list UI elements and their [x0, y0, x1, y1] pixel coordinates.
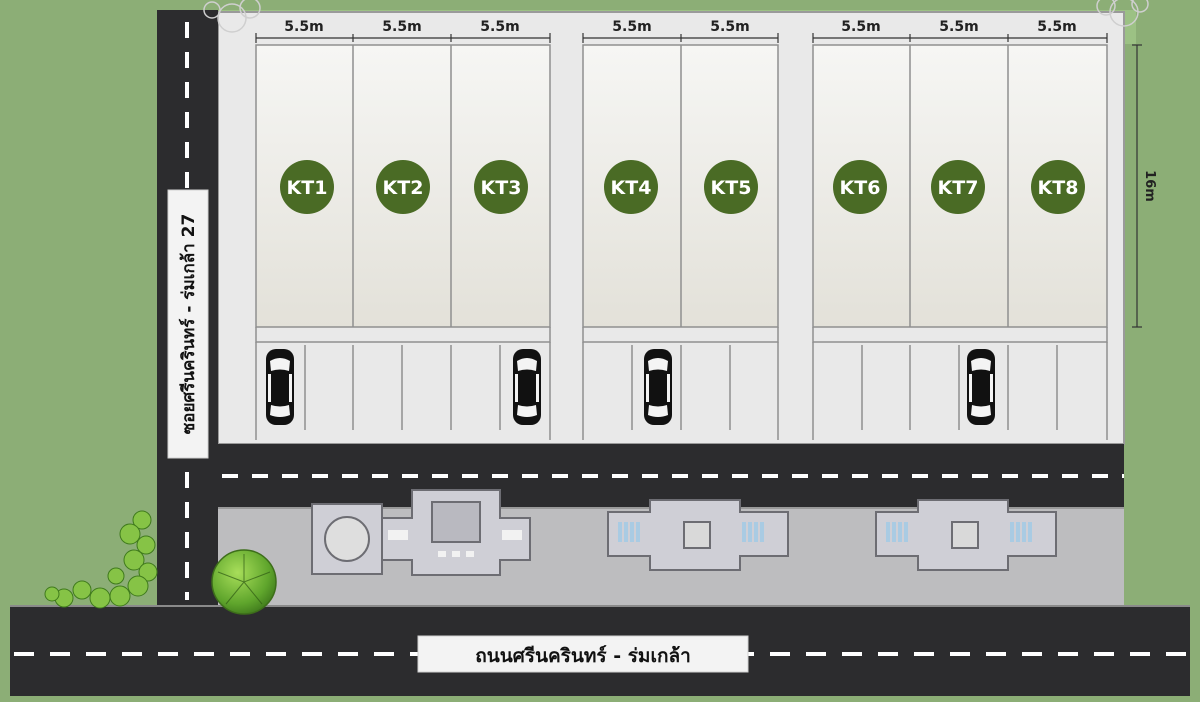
kiosk-icon — [311, 489, 531, 576]
unit-label: KT3 — [481, 177, 522, 199]
unit-label: KT8 — [1038, 177, 1079, 199]
kiosk-icon — [875, 499, 1057, 571]
unit-label: KT2 — [383, 177, 424, 199]
unit-width-label: 5.5m — [284, 19, 323, 35]
car-icon — [266, 349, 294, 425]
unit-label: KT7 — [938, 177, 979, 199]
car-icon — [513, 349, 541, 425]
unit-badge-kt6[interactable]: KT6 — [833, 160, 887, 214]
unit-badge-kt3[interactable]: KT3 — [474, 160, 528, 214]
unit-label: KT5 — [711, 177, 752, 199]
unit-width-label: 5.5m — [480, 19, 519, 35]
main-road-sign: ถนนศรีนครินทร์ - ร่มเกล้า — [417, 635, 749, 673]
parked-cars — [266, 349, 995, 425]
tree-icon — [211, 549, 277, 615]
side-road-sign: ซอยศรีนครินทร์ - ร่มเกล้า 27 — [167, 189, 209, 459]
unit-badges: KT1 KT2 KT3 KT4 KT5 KT6 KT7 KT8 — [280, 160, 1085, 214]
width-dimension-line — [255, 33, 1108, 43]
unit-badge-kt1[interactable]: KT1 — [280, 160, 334, 214]
depth-dimension-line — [1132, 44, 1142, 328]
unit-width-label: 5.5m — [939, 19, 978, 35]
main-road-name: ถนนศรีนครินทร์ - ร่มเกล้า — [475, 645, 691, 667]
car-icon — [644, 349, 672, 425]
unit-width-label: 5.5m — [612, 19, 651, 35]
unit-label: KT1 — [287, 177, 328, 199]
parking-bays — [255, 327, 1108, 440]
tree-outline-icon — [203, 0, 1149, 33]
unit-depth-label: 16m — [1142, 170, 1157, 202]
side-road-name: ซอยศรีนครินทร์ - ร่มเกล้า 27 — [178, 214, 199, 435]
shrub-icon — [44, 510, 158, 609]
unit-label: KT4 — [611, 177, 652, 199]
unit-width-label: 5.5m — [1037, 19, 1076, 35]
unit-badge-kt5[interactable]: KT5 — [704, 160, 758, 214]
unit-badge-kt4[interactable]: KT4 — [604, 160, 658, 214]
unit-badge-kt8[interactable]: KT8 — [1031, 160, 1085, 214]
unit-label: KT6 — [840, 177, 881, 199]
kiosk-icon — [607, 499, 789, 571]
car-icon — [967, 349, 995, 425]
unit-width-label: 5.5m — [710, 19, 749, 35]
unit-width-label: 5.5m — [841, 19, 880, 35]
unit-width-label: 5.5m — [382, 19, 421, 35]
unit-badge-kt7[interactable]: KT7 — [931, 160, 985, 214]
unit-badge-kt2[interactable]: KT2 — [376, 160, 430, 214]
